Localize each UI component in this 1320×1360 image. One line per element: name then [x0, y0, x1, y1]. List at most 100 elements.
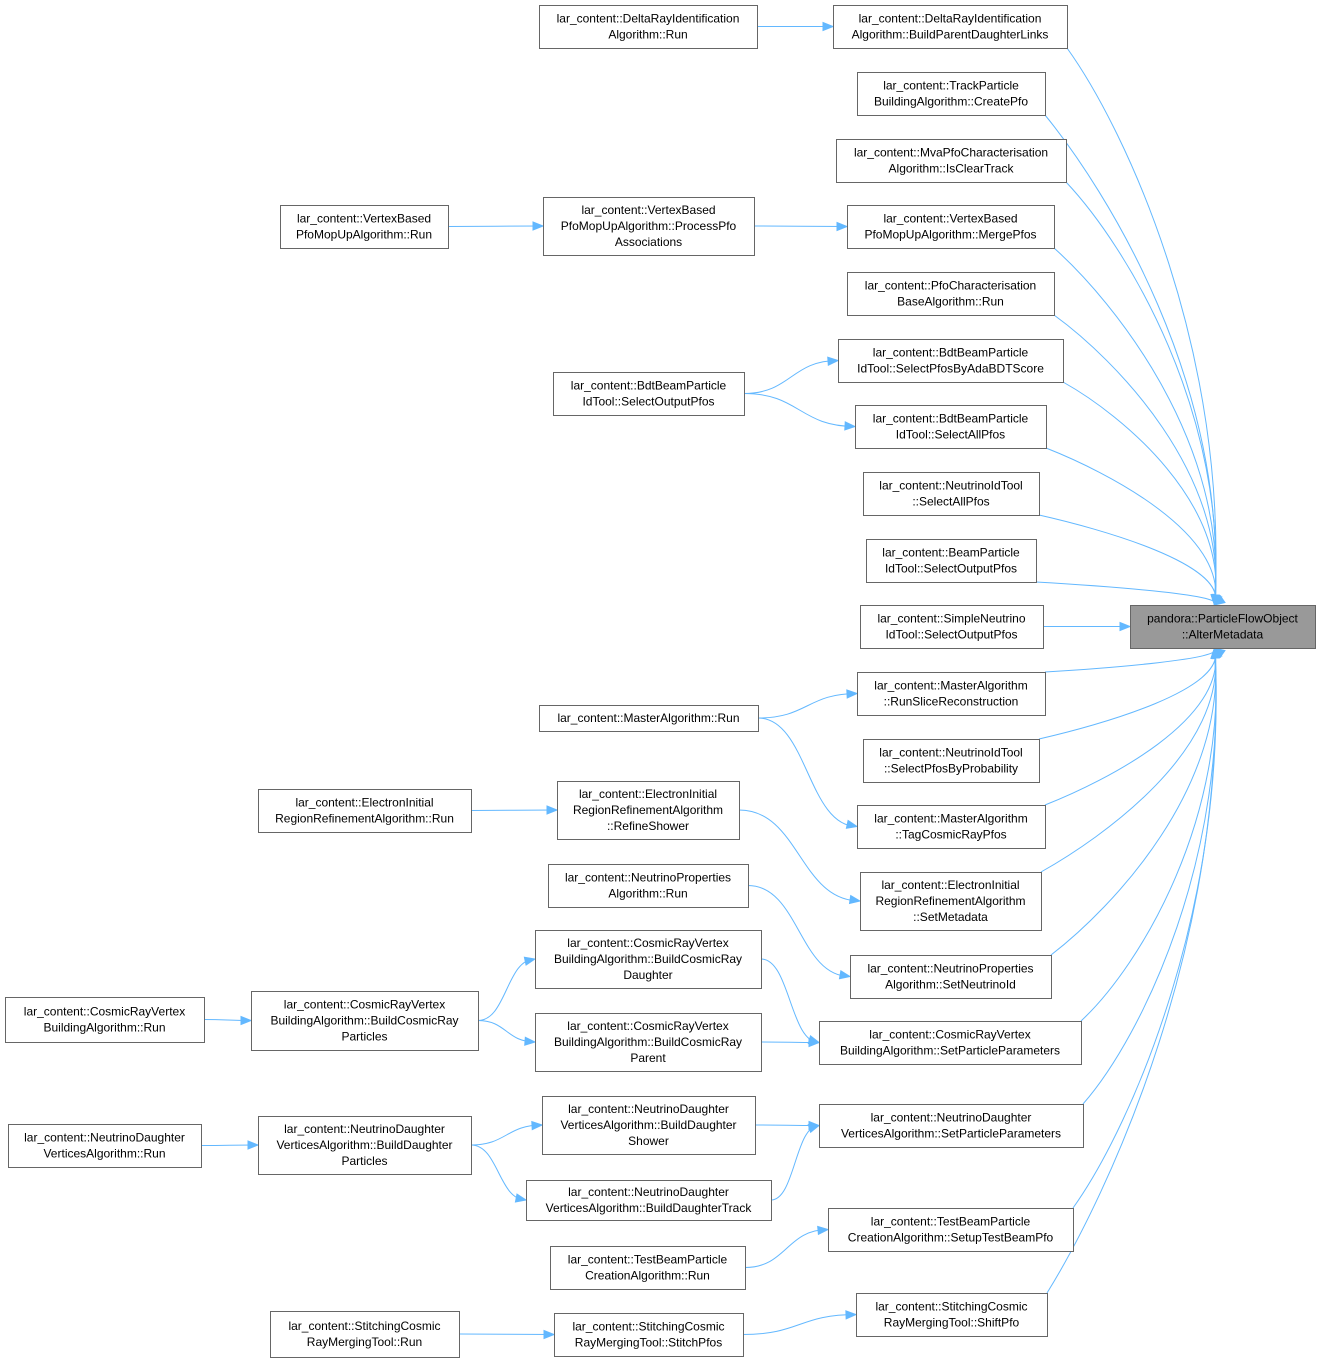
node-box	[850, 955, 1052, 999]
caller-node-pfo-char-run[interactable]: lar_content::PfoCharacterisationBaseAlgo…	[847, 272, 1055, 316]
arrowhead-icon	[546, 805, 559, 815]
node-label-line: Algorithm::IsClearTrack	[889, 162, 1015, 176]
edge-line	[744, 1229, 829, 1268]
caller-node-nu-sel-all[interactable]: lar_content::NeutrinoIdTool::SelectAllPf…	[863, 472, 1040, 516]
caller-node-vb-process[interactable]: lar_content::VertexBasedPfoMopUpAlgorith…	[543, 197, 755, 256]
call-edge	[458, 1329, 556, 1340]
arrowhead-icon	[514, 1193, 528, 1203]
node-box	[856, 1293, 1048, 1337]
caller-node-cr-build-parent[interactable]: lar_content::CosmicRayVertexBuildingAlgo…	[535, 1013, 762, 1072]
node-box	[270, 1311, 460, 1358]
node-label-line: RayMergingTool::ShiftPfo	[884, 1316, 1020, 1330]
call-edge	[447, 221, 545, 231]
node-box	[535, 930, 762, 989]
caller-node-master-slice[interactable]: lar_content::MasterAlgorithm::RunSliceRe…	[857, 672, 1046, 716]
caller-node-ei-set-meta[interactable]: lar_content::ElectronInitialRegionRefine…	[860, 872, 1042, 931]
call-edge	[470, 1120, 544, 1146]
node-label-line: lar_content::ElectronInitial	[295, 796, 433, 810]
arrowhead-icon	[523, 956, 537, 966]
caller-node-nd-run[interactable]: lar_content::NeutrinoDaughterVerticesAlg…	[8, 1124, 202, 1168]
caller-node-sc-shift[interactable]: lar_content::StitchingCosmicRayMergingTo…	[856, 1293, 1048, 1337]
caller-node-tb-run[interactable]: lar_content::TestBeamParticleCreationAlg…	[550, 1246, 746, 1290]
node-label-line: VerticesAlgorithm::BuildDaughter	[560, 1118, 736, 1132]
edge-line	[753, 225, 848, 227]
caller-node-sc-run[interactable]: lar_content::StitchingCosmicRayMergingTo…	[270, 1311, 460, 1358]
call-edge	[477, 1020, 537, 1046]
node-box	[542, 1096, 756, 1155]
caller-node-master-run[interactable]: lar_content::MasterAlgorithm::Run	[539, 705, 759, 732]
node-label-line: lar_content::MasterAlgorithm	[874, 679, 1027, 693]
node-label-line: lar_content::CosmicRayVertex	[24, 1005, 185, 1019]
node-label-line: lar_content::BdtBeamParticle	[571, 379, 727, 393]
arrowhead-icon	[827, 356, 840, 366]
node-label-line: lar_content::NeutrinoDaughter	[24, 1131, 185, 1145]
caller-node-ei-run[interactable]: lar_content::ElectronInitialRegionRefine…	[258, 789, 472, 833]
node-label-line: lar_content::TestBeamParticle	[871, 1215, 1031, 1229]
caller-node-dr-run[interactable]: lar_content::DeltaRayIdentificationAlgor…	[539, 5, 758, 49]
caller-node-cr-set-params[interactable]: lar_content::CosmicRayVertexBuildingAlgo…	[819, 1021, 1082, 1065]
node-label-line: lar_content::TrackParticle	[883, 79, 1019, 93]
caller-node-ei-refine[interactable]: lar_content::ElectronInitialRegionRefine…	[557, 781, 740, 840]
node-box	[557, 781, 740, 840]
call-edge	[200, 1140, 260, 1150]
node-label-line: lar_content::SimpleNeutrino	[877, 612, 1025, 626]
call-edge	[760, 958, 821, 1045]
call-edge	[743, 393, 857, 431]
caller-node-nd-build-particles[interactable]: lar_content::NeutrinoDaughterVerticesAlg…	[258, 1116, 472, 1175]
caller-node-tb-setup[interactable]: lar_content::TestBeamParticleCreationAlg…	[828, 1208, 1074, 1252]
node-box	[863, 739, 1040, 783]
caller-node-np-set-nu[interactable]: lar_content::NeutrinoPropertiesAlgorithm…	[850, 955, 1052, 999]
node-label-line: lar_content::MvaPfoCharacterisation	[854, 146, 1048, 160]
root-function-node[interactable]: pandora::ParticleFlowObject::AlterMetada…	[1130, 605, 1316, 649]
call-edge	[1046, 646, 1220, 1294]
node-label-line: IdTool::SelectOutputPfos	[885, 562, 1017, 576]
node-label-line: lar_content::VertexBased	[297, 212, 431, 226]
caller-node-vb-run[interactable]: lar_content::VertexBasedPfoMopUpAlgorith…	[280, 205, 449, 249]
call-edge	[744, 1225, 830, 1268]
caller-node-bdt-ada[interactable]: lar_content::BdtBeamParticleIdTool::Sele…	[838, 339, 1064, 383]
arrowhead-icon	[531, 1120, 544, 1131]
node-label-line: lar_content::ElectronInitial	[579, 787, 717, 801]
arrowhead-icon	[808, 1037, 821, 1048]
caller-node-cr-build-particles[interactable]: lar_content::CosmicRayVertexBuildingAlgo…	[251, 991, 479, 1051]
arrowhead-icon	[1210, 646, 1220, 659]
node-label-line: BaseAlgorithm::Run	[897, 295, 1004, 309]
edge-line	[1038, 647, 1217, 740]
caller-node-vb-merge[interactable]: lar_content::VertexBasedPfoMopUpAlgorith…	[847, 205, 1055, 249]
caller-node-beam-sel-out[interactable]: lar_content::BeamParticleIdTool::SelectO…	[866, 539, 1037, 583]
call-edge	[1044, 114, 1220, 607]
call-edge	[203, 1015, 253, 1026]
node-box	[866, 539, 1037, 583]
call-edge	[760, 1037, 821, 1048]
caller-node-nd-build-shower[interactable]: lar_content::NeutrinoDaughterVerticesAlg…	[542, 1096, 756, 1155]
caller-node-nd-set-params[interactable]: lar_content::NeutrinoDaughterVerticesAlg…	[819, 1104, 1084, 1148]
caller-node-simple-nu-sel[interactable]: lar_content::SimpleNeutrinoIdTool::Selec…	[860, 605, 1044, 649]
edge-line	[757, 693, 858, 719]
node-box	[539, 5, 758, 49]
caller-node-nd-build-track[interactable]: lar_content::NeutrinoDaughterVerticesAlg…	[526, 1180, 772, 1221]
call-edge	[757, 689, 859, 719]
node-box	[258, 1116, 472, 1175]
call-edge	[743, 356, 840, 394]
node-label-line: Shower	[628, 1134, 669, 1148]
caller-node-sc-stitch[interactable]: lar_content::StitchingCosmicRayMergingTo…	[554, 1313, 744, 1357]
edge-line	[1038, 514, 1217, 606]
edge-line	[738, 809, 861, 902]
caller-node-master-tag[interactable]: lar_content::MasterAlgorithm::TagCosmicR…	[857, 805, 1046, 849]
node-label-line: IdTool::SelectOutputPfos	[885, 628, 1017, 642]
caller-node-bdt-sel-out[interactable]: lar_content::BdtBeamParticleIdTool::Sele…	[553, 372, 745, 416]
caller-node-tp-create[interactable]: lar_content::TrackParticleBuildingAlgori…	[857, 72, 1046, 116]
caller-node-dr-build[interactable]: lar_content::DeltaRayIdentificationAlgor…	[833, 5, 1068, 49]
node-label-line: Particles	[341, 1030, 387, 1044]
node-label-line: BuildingAlgorithm::BuildCosmicRay	[554, 1035, 742, 1049]
arrowhead-icon	[532, 221, 545, 231]
node-label-line: BuildingAlgorithm::BuildCosmicRay	[554, 952, 742, 966]
call-edge	[753, 221, 849, 232]
caller-node-mva-clear[interactable]: lar_content::MvaPfoCharacterisationAlgor…	[836, 139, 1067, 183]
caller-node-cr-build-daughter[interactable]: lar_content::CosmicRayVertexBuildingAlgo…	[535, 930, 762, 989]
caller-node-cr-run[interactable]: lar_content::CosmicRayVertexBuildingAlgo…	[5, 997, 205, 1043]
call-edge	[470, 805, 559, 815]
caller-node-np-run[interactable]: lar_content::NeutrinoPropertiesAlgorithm…	[548, 864, 749, 908]
caller-node-bdt-sel-all[interactable]: lar_content::BdtBeamParticleIdTool::Sele…	[855, 405, 1047, 449]
caller-node-nu-sel-prob[interactable]: lar_content::NeutrinoIdTool::SelectPfosB…	[863, 739, 1040, 783]
